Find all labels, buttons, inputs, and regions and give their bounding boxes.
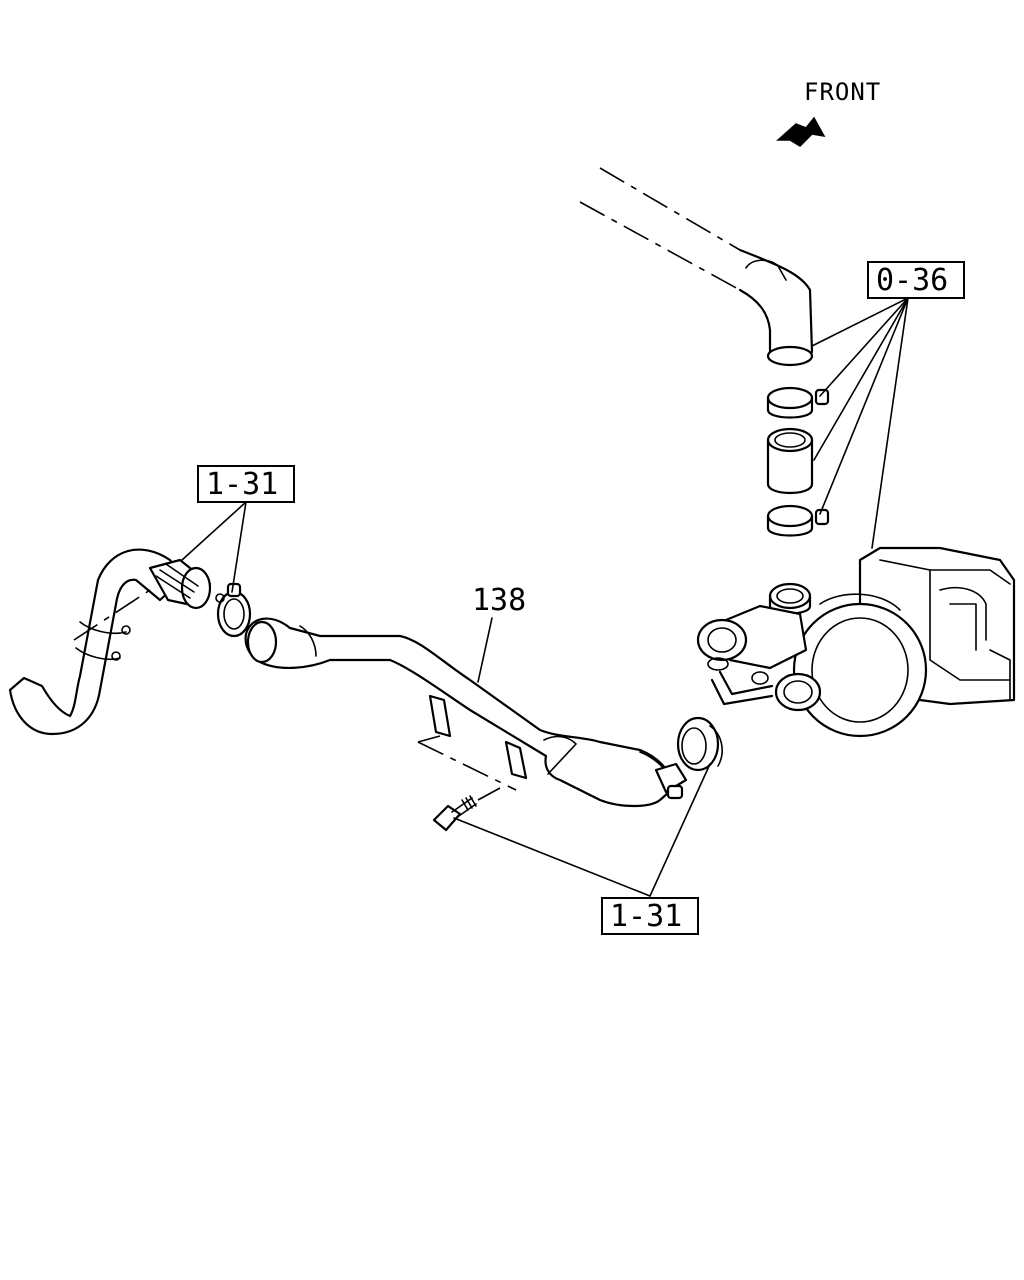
front-indicator: FRONT xyxy=(776,78,881,147)
pipe-outlet-clamp xyxy=(654,762,688,800)
left-clamp xyxy=(215,582,252,638)
pipe-bracket xyxy=(417,694,528,791)
turbocharger xyxy=(696,546,1016,738)
front-arrow-icon xyxy=(776,116,826,147)
upper-hose xyxy=(766,427,814,494)
upper-hose-clamp-2 xyxy=(766,504,830,537)
ref-box-top: 0-36 xyxy=(867,261,965,299)
ref-box-left: 1-31 xyxy=(197,465,295,503)
front-label: FRONT xyxy=(804,78,881,106)
upper-hose-clamp-1 xyxy=(766,386,830,419)
intercooler-pipe-138 xyxy=(244,617,688,808)
upper-pipe xyxy=(579,167,814,367)
leader-lines xyxy=(181,297,909,897)
ref-label-bottom: 1-31 xyxy=(610,899,682,934)
turbo-inlet-seal xyxy=(676,716,723,772)
ref-label-top: 0-36 xyxy=(876,263,948,298)
left-hose-coupler xyxy=(148,558,212,610)
part-number-label: 138 xyxy=(472,583,526,618)
ref-label-left: 1-31 xyxy=(206,467,278,502)
ref-box-bottom: 1-31 xyxy=(601,897,699,935)
mounting-bolt xyxy=(432,787,501,832)
